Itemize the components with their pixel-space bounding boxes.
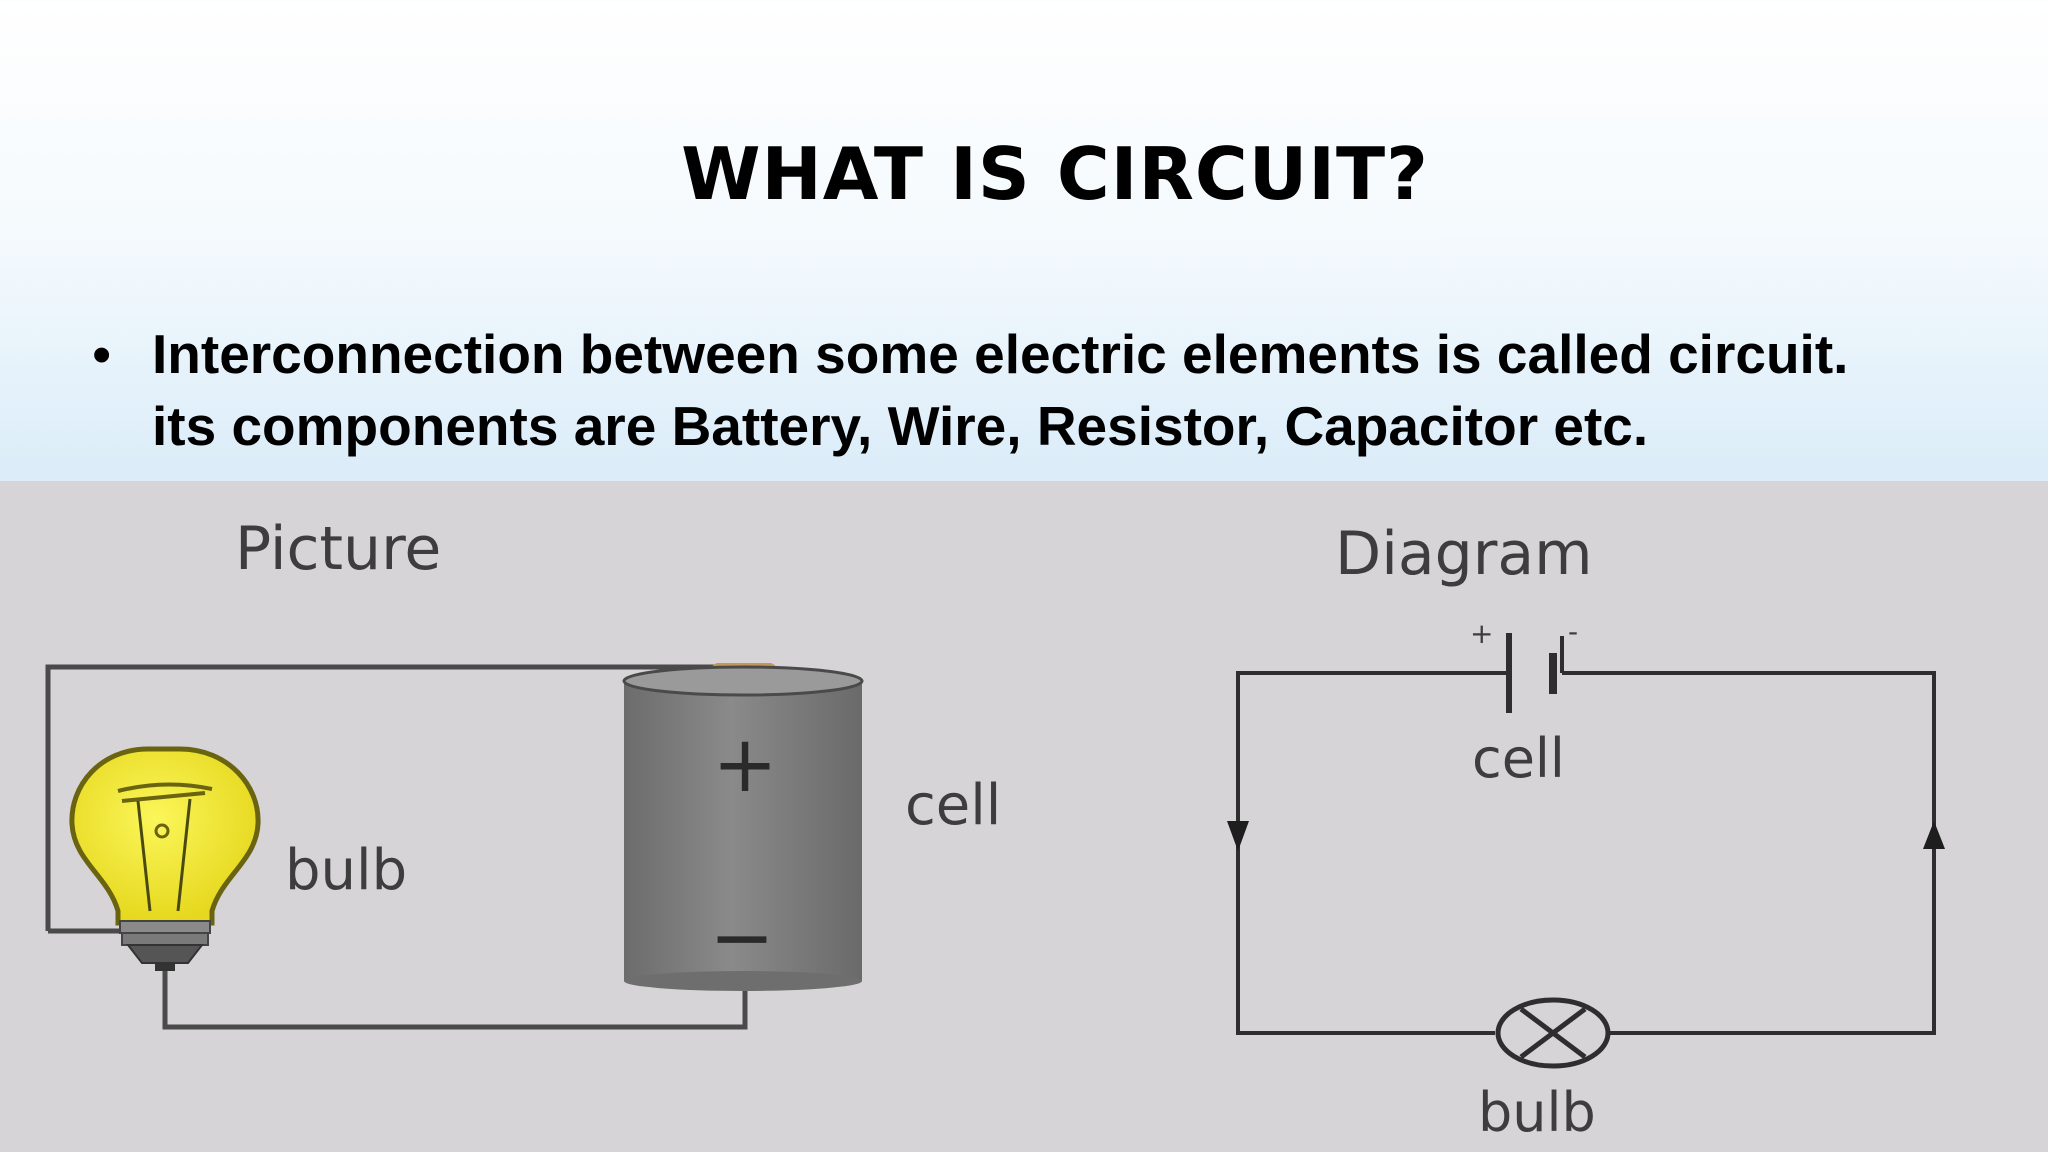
- bulb-icon: [69, 746, 261, 971]
- cell-symbol-icon: [1506, 633, 1564, 713]
- battery-bottom: [624, 971, 862, 991]
- bullet-item: • Interconnection between some electric e…: [92, 318, 2018, 390]
- diagram-left-wire: [1236, 671, 1507, 1035]
- circuit-figure: Picture + − cell: [0, 481, 2048, 1152]
- battery-top: [622, 665, 864, 697]
- battery-minus-sign: −: [709, 893, 774, 983]
- lamp-symbol-icon: [1495, 997, 1611, 1069]
- picture-bulb-label: bulb: [285, 838, 407, 903]
- circuit-figure-svg: Picture + − cell: [45, 514, 1945, 1144]
- picture-top-wire: [45, 664, 740, 931]
- bullet-dot: •: [92, 323, 112, 385]
- diagram-right-wire: [1562, 671, 1936, 1035]
- arrow-down-icon: [1227, 821, 1249, 851]
- slide-title: WHAT IS CIRCUIT?: [681, 132, 1429, 216]
- picture-bottom-wire: [162, 946, 748, 1030]
- diagram-cell-label: cell: [1472, 727, 1565, 790]
- diagram-minus-sign: -: [1568, 615, 1578, 648]
- picture-cell-label: cell: [905, 773, 1001, 838]
- diagram-heading: Diagram: [1335, 519, 1593, 589]
- arrow-up-icon: [1923, 821, 1945, 849]
- bullet-line-2: its components are Battery, Wire, Resist…: [152, 395, 1649, 457]
- diagram-wires: [1236, 671, 1936, 1035]
- picture-heading: Picture: [235, 514, 441, 584]
- battery-plus-sign: +: [712, 720, 777, 810]
- diagram-plus-sign: +: [1470, 617, 1493, 650]
- bullet-line-1: Interconnection between some electric el…: [152, 323, 1849, 385]
- battery-body: [624, 681, 862, 981]
- bullet-list: • Interconnection between some electric e…: [92, 318, 2018, 462]
- battery-icon: + −: [622, 663, 864, 991]
- diagram-bulb-label: bulb: [1478, 1081, 1596, 1144]
- picture-wires: [45, 664, 748, 1030]
